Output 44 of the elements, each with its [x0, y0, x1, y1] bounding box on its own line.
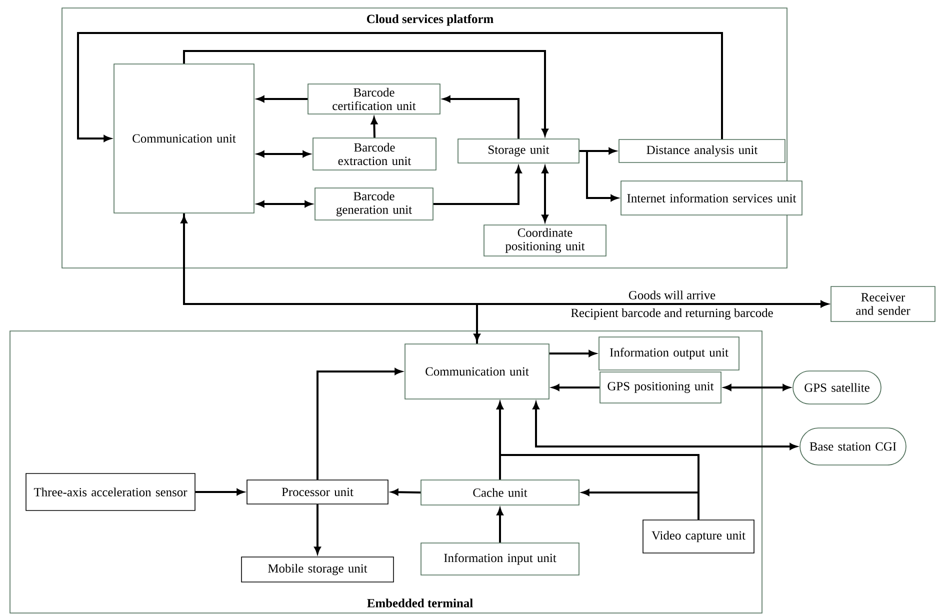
arrow: [391, 488, 421, 496]
rounded-box: GPS satellite: [792, 370, 882, 404]
arrow: [542, 166, 548, 222]
arrow: [77, 32, 723, 142]
arrow: [257, 96, 308, 102]
unit-box: Barcode certification unit: [308, 84, 440, 114]
arrow: [433, 166, 522, 205]
arrow: [314, 504, 321, 554]
arrow: [316, 368, 402, 480]
arrow: [532, 402, 797, 450]
unit-box: Distance analysis unit: [618, 139, 786, 163]
unit-box: Coordinate positioning unit: [484, 224, 606, 256]
unit-box: Processor unit: [246, 480, 388, 504]
unit-box: Communication unit: [114, 64, 254, 214]
arrow: [443, 96, 520, 139]
unit-box: Receiver and sender: [830, 286, 936, 322]
unit-box: Storage unit: [458, 138, 580, 164]
unit-box: Information output unit: [598, 336, 740, 370]
unit-box: Barcode generation unit: [314, 188, 434, 220]
unit-box: Communication unit: [404, 344, 550, 400]
unit-box: Mobile storage unit: [241, 556, 394, 582]
arrow: [195, 488, 244, 496]
unit-box: GPS positioning unit: [600, 372, 722, 404]
arrow: [579, 150, 618, 202]
unit-box: Information input unit: [420, 542, 580, 576]
rounded-box: Base station CGI: [800, 428, 906, 466]
arrow: [183, 50, 548, 136]
arrow: [257, 150, 310, 158]
arrow: [257, 200, 312, 208]
arrow: [552, 384, 600, 391]
arrow: [496, 508, 504, 543]
arrow: [549, 350, 596, 357]
edge-label: Goods will arrive: [628, 290, 716, 300]
unit-box: Barcode extraction unit: [312, 138, 436, 170]
unit-box: Video capture unit: [642, 520, 754, 554]
arrow: [180, 216, 480, 341]
edge-label: Recipient barcode and returning barcode: [571, 308, 773, 320]
arrow: [476, 300, 828, 344]
arrow: [724, 384, 790, 391]
unit-box: Internet information services unit: [620, 180, 802, 216]
unit-box: Cache unit: [420, 480, 580, 506]
unit-box: Three-axis acceleration sensor: [26, 473, 196, 511]
arrow: [371, 117, 378, 138]
arrow: [582, 489, 700, 520]
